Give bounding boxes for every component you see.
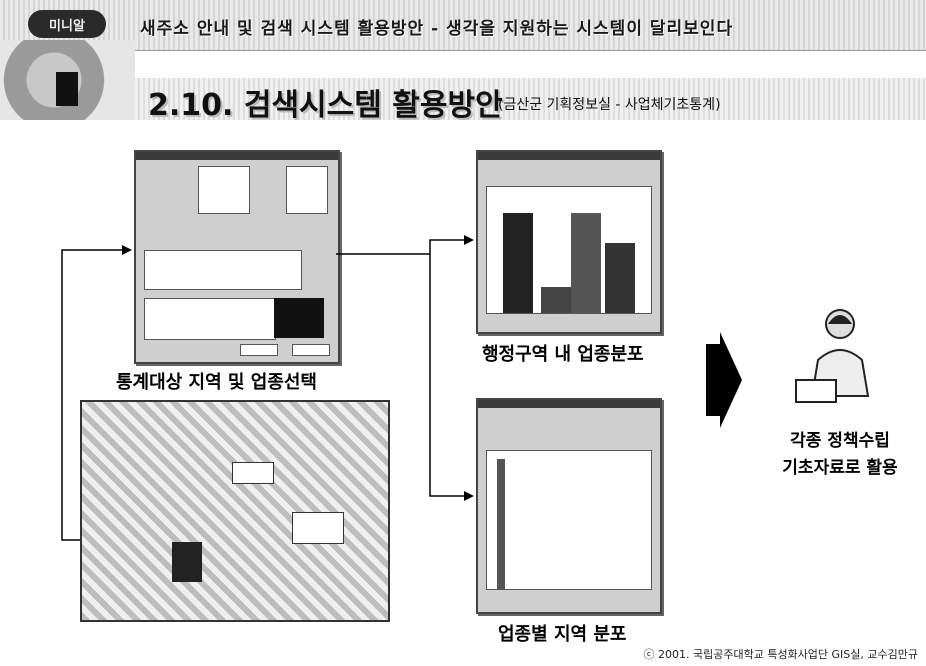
map-screenshot [80,400,390,622]
top-banner [0,0,926,51]
dialog-result-table [144,298,276,340]
arrowhead-chart2 [464,491,474,501]
chart-titlebar [478,152,660,160]
selection-dialog-screenshot [134,150,340,364]
dialog-ok-button [240,344,278,356]
line-map-to-dialog [61,249,130,541]
section-subtitle: (금산군 기획정보실 - 사업체기초통계) [498,97,721,113]
map-building-3 [172,542,202,582]
map-building-1 [232,462,274,484]
thinking-person-icon [795,309,870,403]
result-line-2: 기초자료로 활용 [782,458,898,478]
chart-bar-2 [541,287,571,313]
chart2-area [486,450,652,590]
dialog-dark-panel [274,298,324,338]
logo-block [56,72,78,106]
arrowhead-chart1 [464,235,474,245]
arrowhead-dialog [122,245,132,255]
dialog-list-panel [198,166,250,214]
result-text: 각종 정책수립 기초자료로 활용 [760,428,920,482]
big-arrow-icon [706,332,742,428]
chart2-bar [497,459,505,589]
banner-tag: 미니알 [28,10,106,38]
industry-chart-screenshot [476,398,662,614]
caption-selection: 통계대상 지역 및 업종선택 [116,372,317,393]
caption-admin-distribution: 행정구역 내 업종분포 [482,344,644,365]
section-title: 2.10. 검색시스템 활용방안 [148,88,503,123]
chart-area [486,186,652,314]
banner-text: 새주소 안내 및 검색 시스템 활용방안 - 생각을 지원하는 시스템이 달리보… [140,19,734,39]
copyright: ⓒ 2001. 국립공주대학교 특성화사업단 GIS실, 교수김만규 [643,648,919,661]
chart-bar-4 [605,243,635,313]
chart2-titlebar [478,400,660,408]
line-branch-down [429,254,470,497]
admin-chart-screenshot [476,150,662,334]
dialog-titlebar [136,152,338,160]
section-bar [100,78,926,120]
line-dialog-to-branch [336,239,470,255]
caption-industry-distribution: 업종별 지역 분포 [498,624,627,645]
dialog-region-list [144,250,302,290]
chart-bar-1 [503,213,533,313]
map-building-2 [292,512,344,544]
dialog-close-button [292,344,330,356]
dialog-list-panel-2 [286,166,328,214]
result-line-1: 각종 정책수립 [790,431,890,451]
chart-bar-3 [571,213,601,313]
